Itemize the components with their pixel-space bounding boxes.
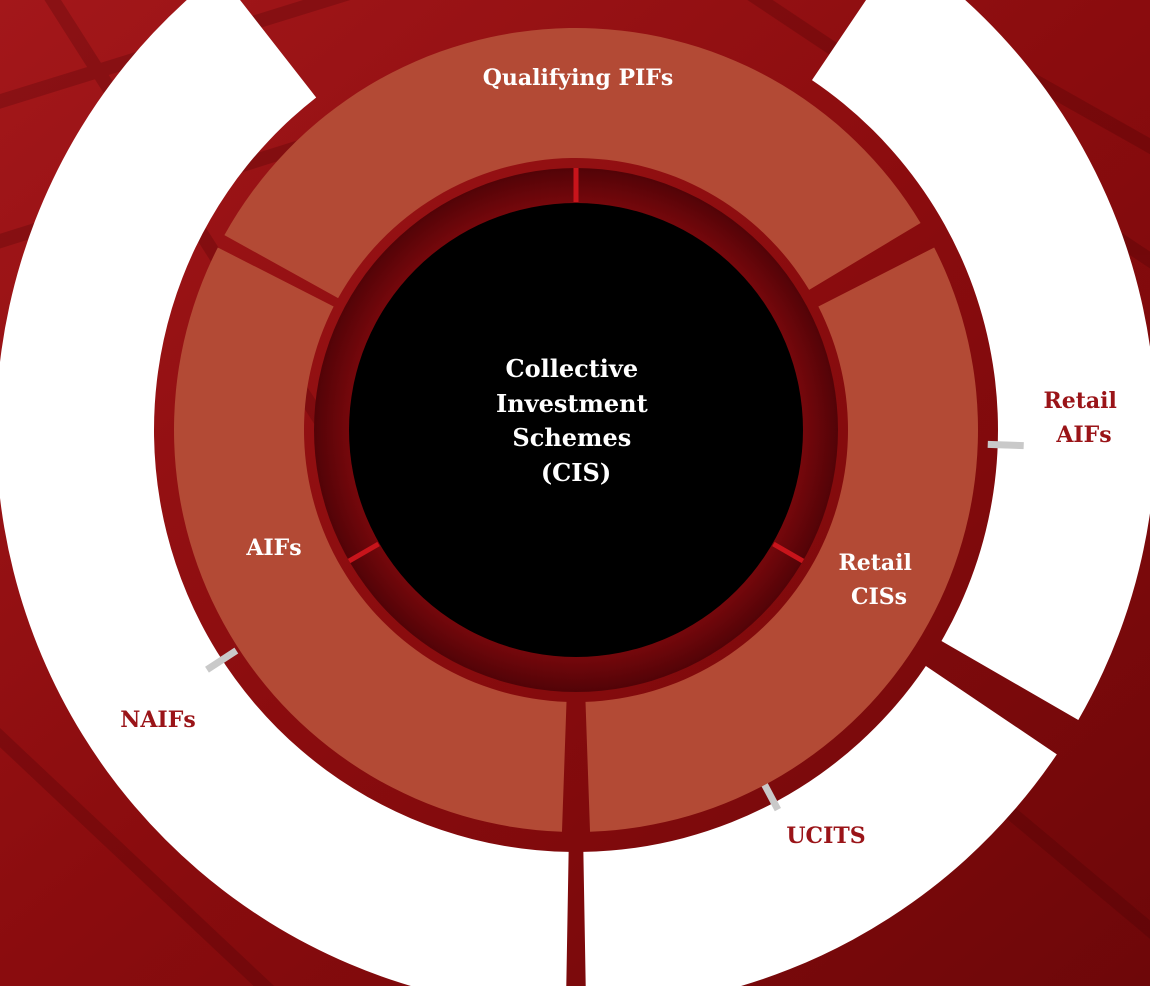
segment-label-line: AIFs [245, 535, 301, 561]
segment-label-line: Retail [838, 550, 911, 576]
segment-label-line: NAIFs [120, 707, 195, 733]
center-title: Collective Investment Schemes (CIS) [496, 354, 656, 487]
middle-segment-aifs [173, 247, 567, 832]
outer-segment-naifs [0, 0, 569, 986]
band-tick [772, 541, 805, 564]
center-title-line: Investment [496, 389, 648, 418]
center-title-line: Schemes [512, 423, 631, 452]
ring-divider [205, 647, 239, 673]
segment-label-line: Retail [1043, 388, 1116, 414]
center-circle [349, 203, 803, 657]
segment-label-line: UCITS [786, 823, 865, 849]
segment-label-aifs: AIFs [245, 535, 301, 561]
outer-segment-ucits [583, 665, 1057, 986]
band-tick [347, 541, 380, 564]
ring-connectors [205, 440, 1024, 812]
segment-label-ucits: UCITS [786, 823, 865, 849]
inner-band-ticks [347, 168, 805, 564]
segment-label-qualifying-pifs: Qualifying PIFs [483, 65, 674, 91]
outer-segment-retail-aifs [811, 0, 1150, 720]
middle-ring [173, 28, 978, 832]
middle-segment-retail-ciss [585, 247, 978, 832]
segment-label-line: CISs [851, 584, 907, 610]
middle-segment-qualifying-pifs [224, 28, 921, 299]
segment-label-line: Qualifying PIFs [483, 65, 674, 91]
center-title-line: (CIS) [541, 458, 611, 487]
segment-label-retail-ciss: Retail CISs [838, 550, 919, 610]
segment-label-naifs: NAIFs [120, 707, 195, 733]
ring-divider [987, 440, 1024, 450]
segment-label-line: AIFs [1055, 422, 1111, 448]
ring-divider [760, 781, 781, 812]
center-title-line: Collective [505, 354, 638, 383]
segment-label-retail-aifs: Retail AIFs [1043, 388, 1124, 448]
